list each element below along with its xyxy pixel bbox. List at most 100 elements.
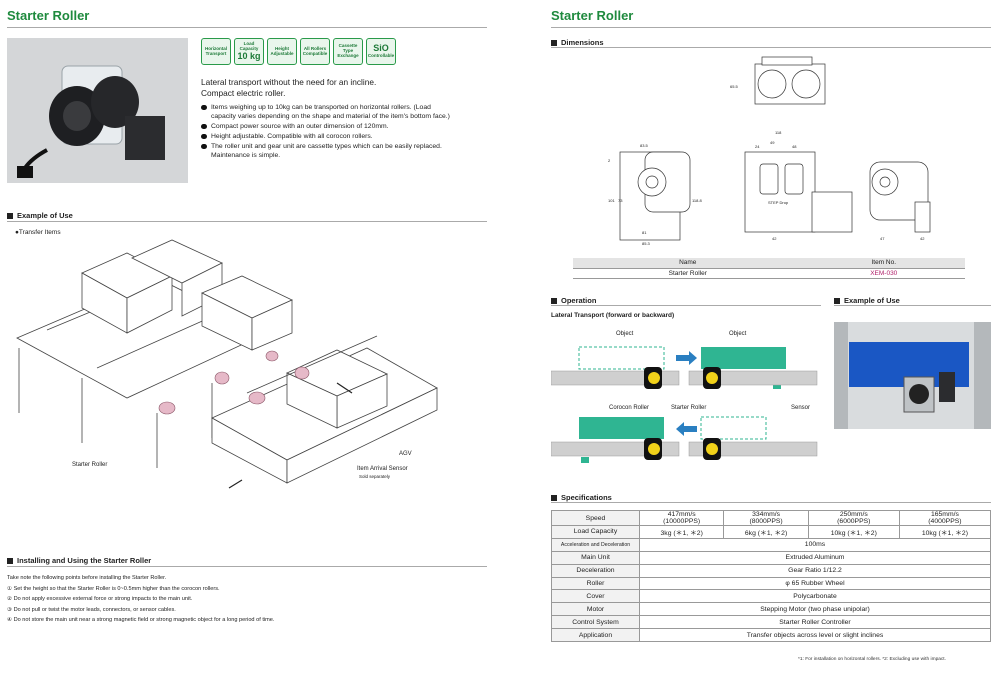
spec-cell: 6kg (＊1, ＊2) xyxy=(723,525,809,539)
speed-pps: (8000PPS) xyxy=(749,518,783,525)
dim-label: 2 xyxy=(608,158,611,163)
spec-label: Cover xyxy=(551,589,640,604)
badge-sio-label: Controllable xyxy=(367,52,395,58)
operation-heading-text: Operation xyxy=(561,296,597,305)
table-row: Speed 417mm/s(10000PPS) 334mm/s(8000PPS)… xyxy=(551,510,992,526)
spec-cell: Transfer objects across level or slight … xyxy=(639,628,991,643)
example-heading: Example of Use xyxy=(7,211,73,220)
spec-cell: Stepping Motor (two phase unipolar) xyxy=(639,602,991,617)
operation-diagram: Object Object Corocon Roller Starter Rol… xyxy=(550,325,821,470)
spec-cell: 100ms xyxy=(639,537,991,552)
dimensions-rule xyxy=(551,47,991,48)
spec-label: Application xyxy=(551,628,640,643)
table-row: Load Capacity 3kg (＊1, ＊2) 6kg (＊1, ＊2) … xyxy=(551,525,992,539)
dim-label: 42 xyxy=(772,236,777,241)
install-note: ① Set the height so that the Starter Rol… xyxy=(7,585,220,592)
table-cell: Starter Roller xyxy=(573,268,803,279)
badge-height: Height Adjustable xyxy=(267,38,297,65)
title-rule-right xyxy=(551,27,991,28)
badge-load-value: 10 kg xyxy=(237,50,261,61)
spec-cell: 3kg (＊1, ＊2) xyxy=(638,525,725,539)
feature-item: Height adjustable. Compatible with all c… xyxy=(201,132,456,141)
dim-label: 42 xyxy=(920,236,925,241)
dim-label: 49 xyxy=(770,140,775,145)
dim-label: 47 xyxy=(880,236,885,241)
dimension-drawings: 65.5 83.5 2 101 73 118.8 81 85.3 118 49 … xyxy=(580,52,960,257)
dim-label: 24 xyxy=(755,144,760,149)
operation-rule xyxy=(551,305,821,306)
product-photo xyxy=(7,38,188,183)
badge-all-rollers: All Rollers Compatible xyxy=(300,38,330,65)
op-starter-label: Starter Roller xyxy=(671,405,706,411)
spec-cell: Gear Ratio 1/12.2 xyxy=(639,563,991,578)
dimension-table: Name Item No. Starter Roller XEM-030 xyxy=(573,258,965,279)
starter-roller-label: Starter Roller xyxy=(72,462,107,468)
spec-cell: Starter Roller Controller xyxy=(639,615,991,630)
speed-value: 250mm/s xyxy=(839,511,868,518)
intro-text: Lateral transport without the need for a… xyxy=(201,77,376,99)
conveyor-illustration: Starter Roller AGV Item Arrival Sensor S… xyxy=(7,238,487,505)
operation-heading: Operation xyxy=(551,296,596,305)
spec-cell: Polycarbonate xyxy=(639,589,991,604)
spec-footnote: *1: For installation on horizontal rolle… xyxy=(798,657,946,662)
intro-line-2: Compact electric roller. xyxy=(201,88,286,98)
dim-label: 118 xyxy=(775,130,782,135)
intro-line-1: Lateral transport without the need for a… xyxy=(201,77,377,87)
left-page: Starter Roller Horizontal Transport Load… xyxy=(7,8,487,626)
feature-item: Items weighing up to 10kg can be transpo… xyxy=(201,103,456,121)
spec-heading-text: Specifications xyxy=(561,493,612,502)
example-heading-text: Example of Use xyxy=(17,211,73,220)
install-rule xyxy=(7,566,487,567)
title-rule xyxy=(7,27,487,28)
op-object-label-2: Object xyxy=(729,331,747,337)
speed-value: 334mm/s xyxy=(752,511,781,518)
dim-label: 85.3 xyxy=(642,241,651,246)
agv-label: AGV xyxy=(399,451,412,457)
dim-label: 83.5 xyxy=(640,143,649,148)
feature-list: Items weighing up to 10kg can be transpo… xyxy=(201,103,456,161)
sensor-label: Item Arrival Sensor xyxy=(357,466,408,472)
spec-label: Motor xyxy=(551,602,640,617)
example-rule xyxy=(7,221,487,222)
spec-rule xyxy=(551,502,991,503)
spec-label: Speed xyxy=(551,510,640,526)
example-photo xyxy=(834,322,991,429)
op-object-label: Object xyxy=(616,331,634,337)
dimensions-heading-text: Dimensions xyxy=(561,38,604,47)
speed-value: 165mm/s xyxy=(930,511,959,518)
spec-cell: Extruded Aluminum xyxy=(639,550,991,565)
spec-cell: 10kg (＊1, ＊2) xyxy=(898,525,992,539)
op-sensor-label: Sensor xyxy=(791,405,810,411)
op-corocon-label: Corocon Roller xyxy=(609,405,649,411)
spec-label: Roller xyxy=(551,576,640,591)
spec-label: Deceleration xyxy=(551,563,640,578)
badge-load-label: Load Capacity xyxy=(239,41,259,51)
table-header: Name xyxy=(573,258,803,269)
install-intro: Take note the following points before in… xyxy=(7,575,167,581)
spec-cell: 250mm/s(6000PPS) xyxy=(807,510,900,526)
spec-label: Acceleration and Deceleration xyxy=(551,537,640,552)
spec-label: Load Capacity xyxy=(551,525,640,539)
install-heading-text: Installing and Using the Starter Roller xyxy=(17,556,152,565)
spec-cell: 417mm/s(10000PPS) xyxy=(638,510,725,526)
install-note: ③ Do not pull or twist the motor leads, … xyxy=(7,606,176,613)
page-title: Starter Roller xyxy=(7,8,90,23)
table-row: Starter Roller XEM-030 xyxy=(573,268,965,279)
spec-heading: Specifications xyxy=(551,493,612,502)
install-notes: Take note the following points before in… xyxy=(7,573,487,626)
install-heading: Installing and Using the Starter Roller xyxy=(7,556,151,565)
dim-label: 65.5 xyxy=(730,84,739,89)
dimensions-heading: Dimensions xyxy=(551,38,604,47)
dim-label: 81 xyxy=(642,230,647,235)
speed-pps: (4000PPS) xyxy=(928,518,962,525)
example-rule-right xyxy=(834,305,991,306)
spec-table: Speed 417mm/s(10000PPS) 334mm/s(8000PPS)… xyxy=(551,510,992,643)
